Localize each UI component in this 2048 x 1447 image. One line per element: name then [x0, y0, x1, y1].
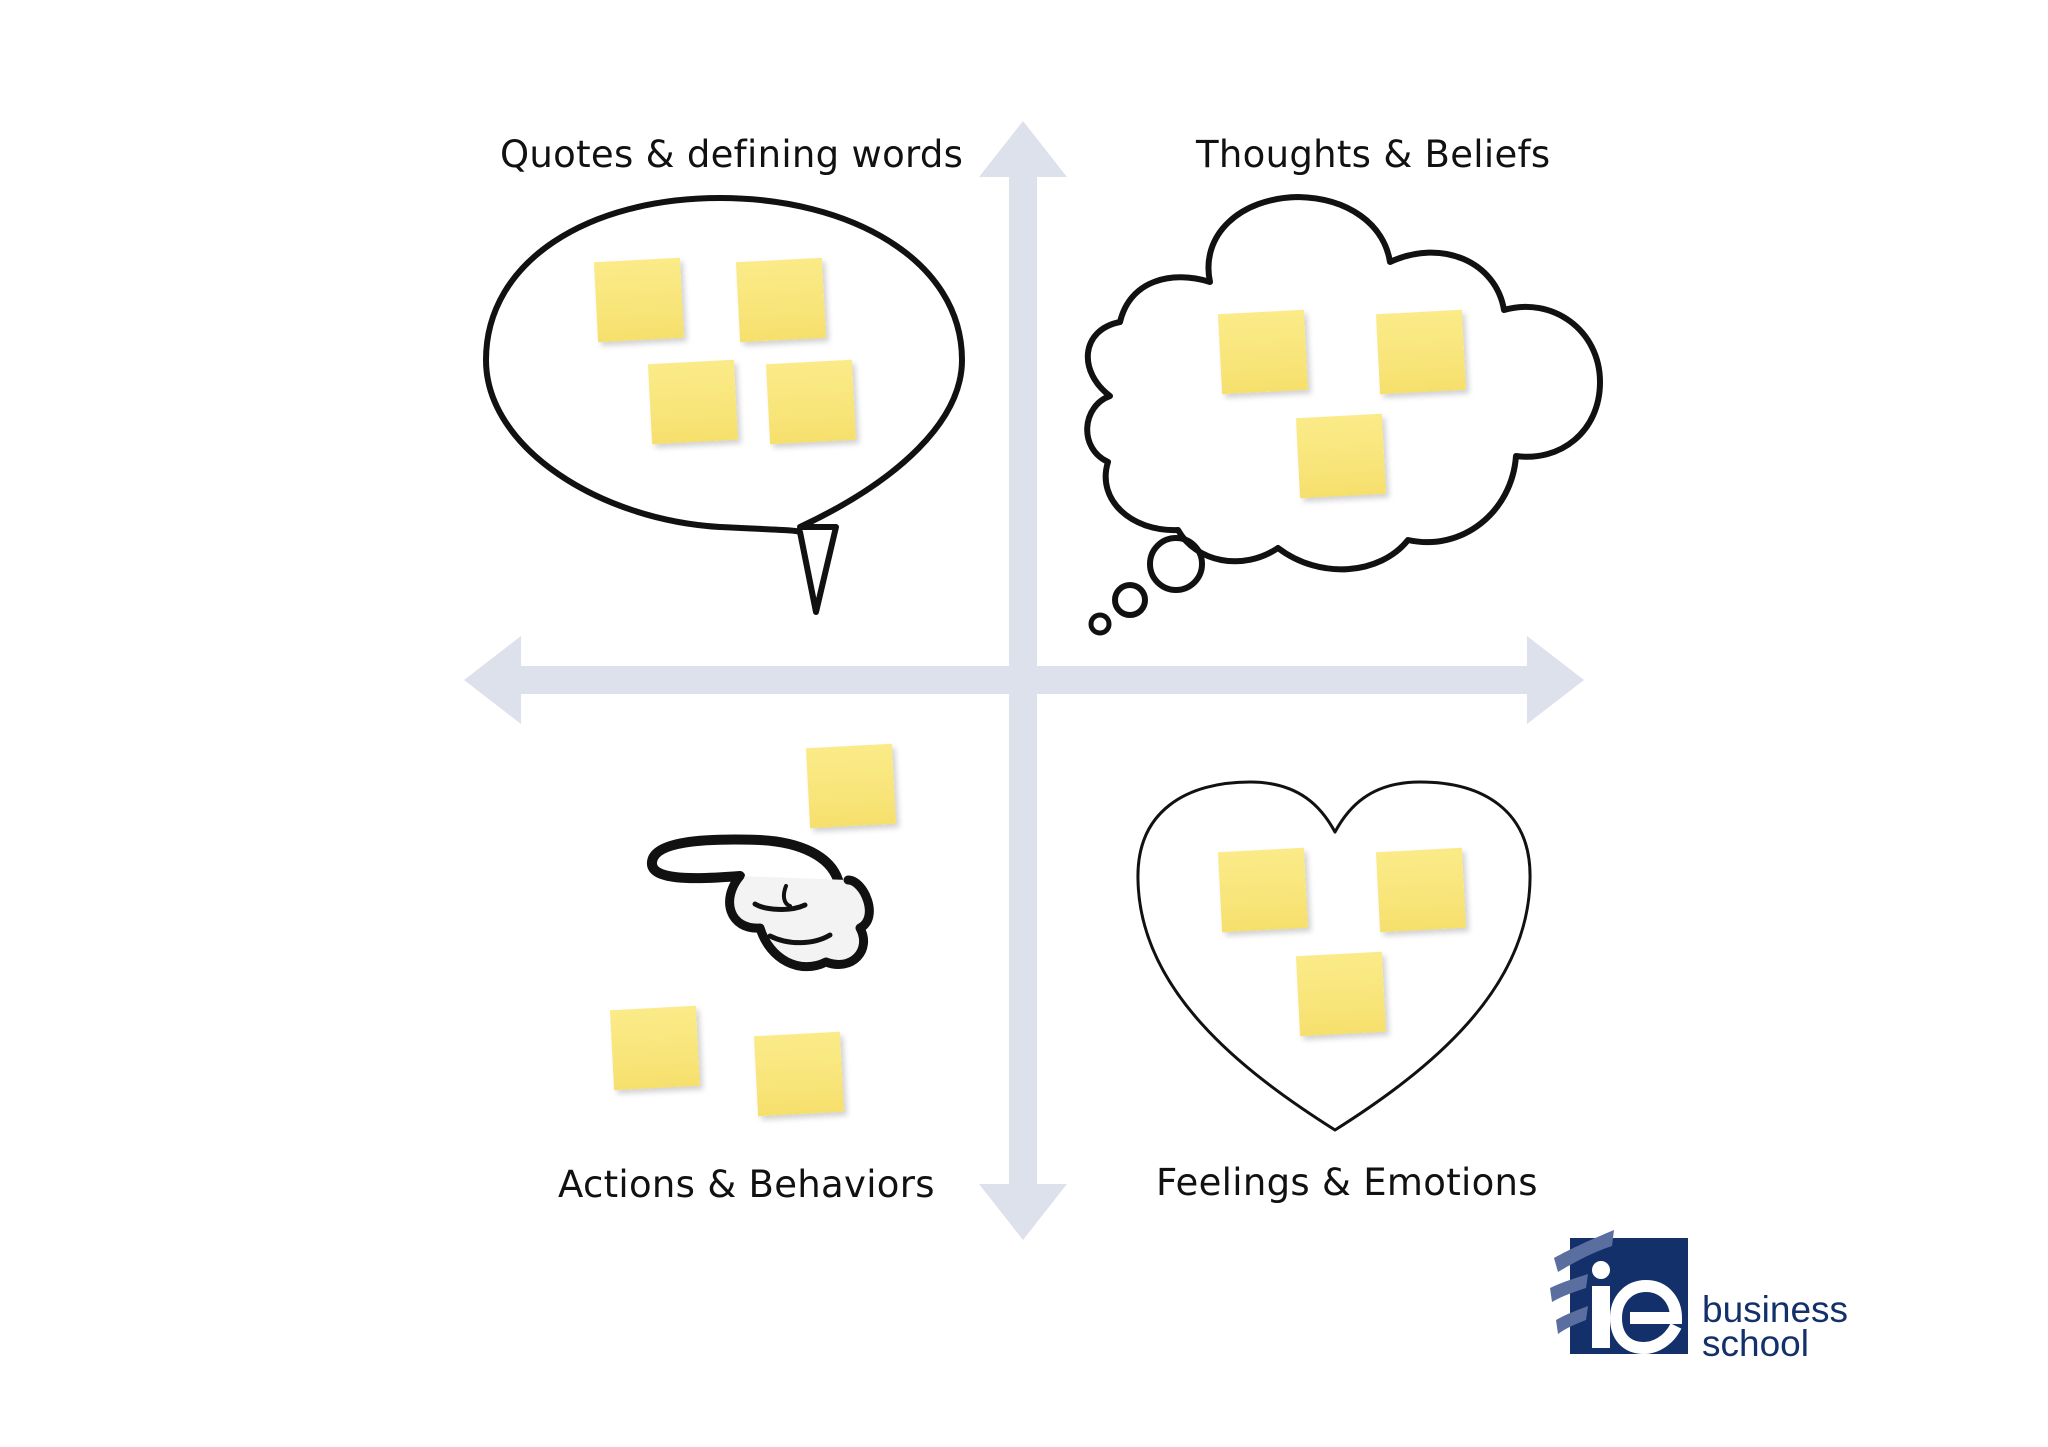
speech-bubble-icon — [483, 195, 965, 615]
sticky-note — [647, 359, 739, 445]
sticky-note — [1295, 951, 1387, 1037]
logo-business-text: business — [1702, 1289, 1849, 1330]
sticky-note — [1217, 847, 1309, 933]
sticky-note — [609, 1005, 701, 1091]
sticky-note — [805, 743, 897, 829]
heart-icon — [1136, 780, 1532, 1132]
arrow-left-icon — [464, 636, 521, 724]
label-thoughts-beliefs: Thoughts & Beliefs — [1196, 133, 1551, 176]
label-feelings-emotions: Feelings & Emotions — [1156, 1161, 1538, 1204]
sticky-note — [1375, 309, 1467, 395]
thought-bubble-medium — [1112, 582, 1148, 618]
sticky-note — [765, 359, 857, 445]
axes — [464, 121, 1584, 1240]
pointing-hand-icon — [647, 834, 874, 972]
thought-bubble-small — [1088, 612, 1112, 636]
sticky-note — [753, 1031, 845, 1117]
label-quotes-defining-words: Quotes & defining words — [500, 133, 964, 176]
arrow-up-icon — [979, 121, 1067, 177]
sticky-note — [1375, 847, 1467, 933]
logo-school-text: school — [1702, 1323, 1809, 1364]
sticky-note — [593, 257, 685, 343]
thought-cloud-icon — [1084, 194, 1603, 636]
sticky-note — [1295, 413, 1387, 499]
sticky-note — [735, 257, 827, 343]
ie-business-school-logo: business school — [1548, 1228, 1868, 1364]
thought-bubble-large — [1147, 535, 1205, 593]
horizontal-axis-shaft — [515, 666, 1535, 694]
sticky-note — [1217, 309, 1309, 395]
label-actions-behaviors: Actions & Behaviors — [558, 1163, 935, 1206]
arrow-down-icon — [979, 1184, 1067, 1240]
arrow-right-icon — [1527, 636, 1584, 724]
ie-logo-mark-icon — [1550, 1230, 1688, 1355]
